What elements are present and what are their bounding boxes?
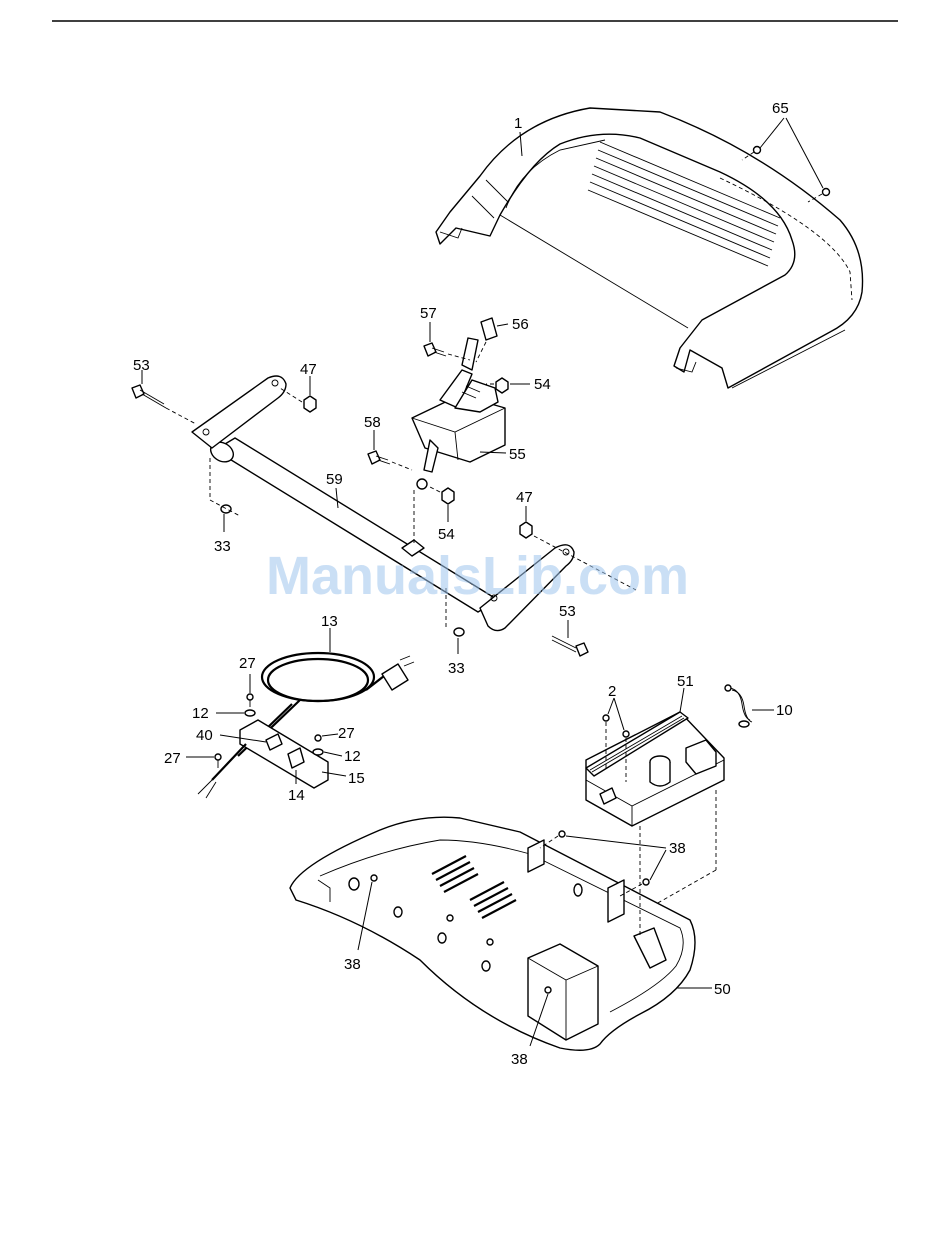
part-53-bolt-right [552,620,588,656]
callout-27-left: 27 [164,750,181,767]
callout-2: 2 [608,683,616,700]
part-33-washer-left [210,458,240,532]
part-57-bolt [424,322,470,360]
callout-47-left: 47 [300,361,317,378]
callout-54-upper: 54 [534,376,551,393]
callout-55: 55 [509,446,526,463]
callout-12-right: 12 [344,748,361,765]
callout-65: 65 [772,100,789,117]
callout-53-left: 53 [133,357,150,374]
callout-58: 58 [364,414,381,431]
callout-10: 10 [776,702,793,719]
part-54-nut-lower [428,486,454,522]
callout-59: 59 [326,471,343,488]
callout-51: 51 [677,673,694,690]
part-58-bolt [368,430,412,470]
callout-14: 14 [288,787,305,804]
part-55-incline-motor [412,338,505,489]
callout-56: 56 [512,316,529,333]
part-50-base [290,817,712,1050]
part-56-pin [476,318,508,362]
callout-38-left: 38 [344,956,361,973]
part-10-wire [725,685,774,727]
callout-12-left: 12 [192,705,209,722]
callout-54-lower: 54 [438,526,455,543]
callout-50: 50 [714,981,731,998]
part-1-motor-hood [436,108,863,388]
callout-33-right: 33 [448,660,465,677]
callout-33-left: 33 [214,538,231,555]
part-53-bolt-left [132,370,196,424]
part-51-controller [586,688,724,826]
callout-27-top: 27 [239,655,256,672]
callout-1: 1 [514,115,522,132]
watermark-text: ManualsLib.com [266,546,689,606]
callout-38-bottom: 38 [511,1051,528,1068]
callout-57: 57 [420,305,437,322]
callout-13: 13 [321,613,338,630]
callout-40: 40 [196,727,213,744]
callout-47-right: 47 [516,489,533,506]
callout-15: 15 [348,770,365,787]
callout-38-right: 38 [669,840,686,857]
callout-27-right: 27 [338,725,355,742]
